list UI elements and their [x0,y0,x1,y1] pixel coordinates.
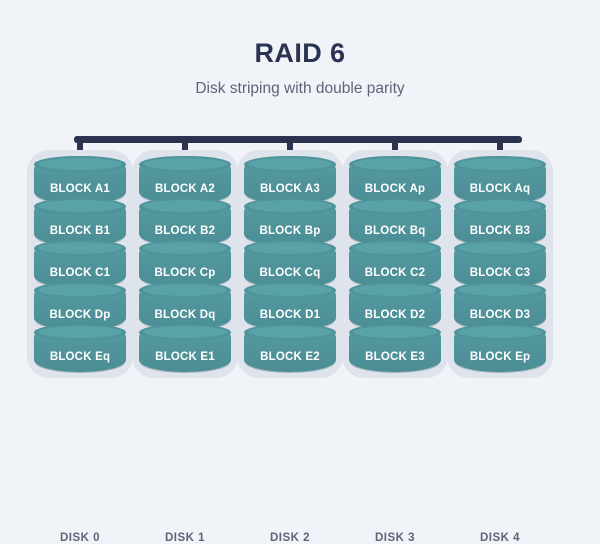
disk-block[interactable]: BLOCK B2 [139,198,231,246]
disk-columns: BLOCK A1 BLOCK B1 BLOCK C1 BLOCK Dp BLOCK Eq… [27,150,553,544]
disk-block[interactable]: BLOCK E3 [349,324,441,372]
disk-block[interactable]: BLOCK A2 [139,156,231,204]
disk-block-cap-highlight [38,284,122,296]
disk-block[interactable]: BLOCK Cp [139,240,231,288]
disk-label-3: DISK 3 [374,532,416,544]
disk-block-cap-highlight [353,158,437,170]
disk-block[interactable]: BLOCK C2 [349,240,441,288]
disk-block-label: BLOCK B3 [469,225,531,237]
disk-block-stack: BLOCK Ap BLOCK Bq BLOCK C2 BLOCK D2 BLOCK E3 [349,156,441,372]
disk-block-cap-highlight [353,200,437,212]
disk-block-label: BLOCK E2 [260,351,320,363]
disk-block[interactable]: BLOCK Ep [454,324,546,372]
disk-block-label: BLOCK E3 [365,351,425,363]
disk-block-cap-highlight [143,242,227,254]
disk-block[interactable]: BLOCK C1 [34,240,126,288]
disk-block-stack: BLOCK Aq BLOCK B3 BLOCK C3 BLOCK D3 BLOCK Ep [454,156,546,372]
disk-block-cap-highlight [248,242,332,254]
disk-block[interactable]: BLOCK Bq [349,198,441,246]
page-subtitle: Disk striping with double parity [195,80,405,97]
disk-block-cap-highlight [248,200,332,212]
disk-block-label: BLOCK Ep [469,351,531,363]
disk-block-cap-highlight [458,158,542,170]
disk-block-label: BLOCK E1 [155,351,215,363]
disk-block[interactable]: BLOCK D3 [454,282,546,330]
page-title: RAID 6 [254,38,346,68]
disk-block-stack: BLOCK A2 BLOCK B2 BLOCK Cp BLOCK Dq BLOCK E1 [139,156,231,372]
disk-block-label: BLOCK Ap [364,183,426,195]
disk-block-cap-highlight [143,200,227,212]
disk-block[interactable]: BLOCK Bp [244,198,336,246]
disk-block[interactable]: BLOCK B1 [34,198,126,246]
disk-block-label: BLOCK B1 [49,225,111,237]
disk-label-0: DISK 0 [59,532,101,544]
disk-block[interactable]: BLOCK Aq [454,156,546,204]
disk-block-cap-highlight [353,284,437,296]
disk-block[interactable]: BLOCK A1 [34,156,126,204]
disk-block-label: BLOCK Dp [49,309,111,321]
disk-block-cap-highlight [248,326,332,338]
disk-block-cap-highlight [38,158,122,170]
raid6-diagram: RAID 6 Disk striping with double parity … [27,38,553,544]
disk-label-2: DISK 2 [269,532,311,544]
disk-block[interactable]: BLOCK Cq [244,240,336,288]
disk-block[interactable]: BLOCK Dq [139,282,231,330]
disk-block-cap-highlight [458,326,542,338]
disk-block-cap-highlight [458,284,542,296]
disk-block-label: BLOCK Bq [364,225,426,237]
disk-block-cap-highlight [353,242,437,254]
disk-block[interactable]: BLOCK E2 [244,324,336,372]
disk-block-label: BLOCK C3 [469,267,531,279]
disk-label-4: DISK 4 [479,532,521,544]
disk-block-cap-highlight [248,284,332,296]
controller-bus-line [74,136,522,143]
disk-block-label: BLOCK D1 [259,309,321,321]
disk-block-stack: BLOCK A1 BLOCK B1 BLOCK C1 BLOCK Dp BLOCK Eq [34,156,126,372]
disk-block-cap-highlight [458,242,542,254]
disk-block-label: BLOCK Cp [154,267,216,279]
disk-block-cap-highlight [458,200,542,212]
disk-block[interactable]: BLOCK C3 [454,240,546,288]
disk-block-cap-highlight [143,158,227,170]
disk-block-cap-highlight [38,242,122,254]
disk-block-cap-highlight [143,326,227,338]
disk-label-1: DISK 1 [164,532,206,544]
disk-block-cap-highlight [38,326,122,338]
disk-block[interactable]: BLOCK E1 [139,324,231,372]
disk-block-cap-highlight [353,326,437,338]
disk-block[interactable]: BLOCK D1 [244,282,336,330]
disk-block-cap-highlight [143,284,227,296]
disk-block[interactable]: BLOCK B3 [454,198,546,246]
disk-block-label: BLOCK A3 [260,183,320,195]
disk-block-label: BLOCK A2 [155,183,215,195]
disk-block-label: BLOCK Eq [49,351,111,363]
disk-block[interactable]: BLOCK Ap [349,156,441,204]
disk-block-label: BLOCK A1 [50,183,110,195]
disk-block-label: BLOCK B2 [154,225,216,237]
disk-block[interactable]: BLOCK Dp [34,282,126,330]
disk-block-label: BLOCK Aq [469,183,531,195]
disk-block-label: BLOCK Bp [259,225,321,237]
disk-block[interactable]: BLOCK Eq [34,324,126,372]
disk-block-cap-highlight [38,200,122,212]
disk-block-label: BLOCK Dq [154,309,216,321]
disk-block-label: BLOCK Cq [259,267,321,279]
disk-block-label: BLOCK C1 [49,267,111,279]
disk-block[interactable]: BLOCK D2 [349,282,441,330]
disk-block-label: BLOCK C2 [364,267,426,279]
disk-block[interactable]: BLOCK A3 [244,156,336,204]
disk-block-stack: BLOCK A3 BLOCK Bp BLOCK Cq BLOCK D1 BLOCK E2 [244,156,336,372]
disk-block-label: BLOCK D2 [364,309,426,321]
disk-block-cap-highlight [248,158,332,170]
disk-block-label: BLOCK D3 [469,309,531,321]
